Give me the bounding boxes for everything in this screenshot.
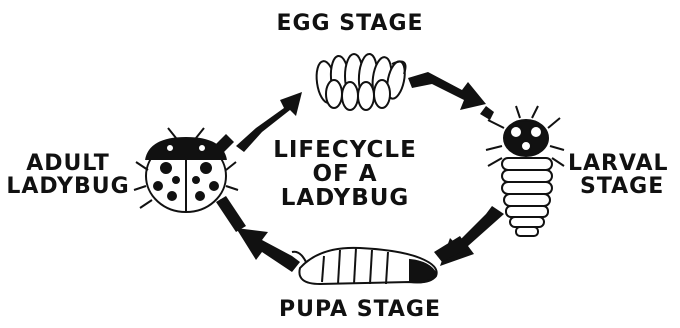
pupa-stage-text: PUPA STAGE [270, 298, 450, 321]
center-title: LIFECYCLE OF A LADYBUG [270, 138, 420, 210]
adult-label-line-1: ADULT [4, 152, 132, 175]
title-line-1: LIFECYCLE [270, 138, 420, 162]
larval-stage-line-1: LARVAL [568, 152, 676, 175]
title-line-3: LADYBUG [270, 186, 420, 210]
larval-stage-line-2: STAGE [568, 175, 676, 198]
adult-ladybug-label: ADULT LADYBUG [4, 152, 132, 198]
pupa-stage-label: PUPA STAGE [270, 298, 450, 321]
arrow-egg-to-larva-small [480, 106, 494, 120]
arrow-egg-to-larva [408, 72, 486, 110]
egg-stage-text: EGG STAGE [270, 12, 430, 35]
egg-cluster-illustration [314, 53, 408, 110]
pupa-illustration [292, 248, 437, 284]
adult-label-line-2: LADYBUG [4, 175, 132, 198]
arrow-pupa-to-adult [236, 228, 300, 272]
larval-stage-label: LARVAL STAGE [568, 152, 676, 198]
egg-stage-label: EGG STAGE [270, 12, 430, 35]
title-line-2: OF A [270, 162, 420, 186]
